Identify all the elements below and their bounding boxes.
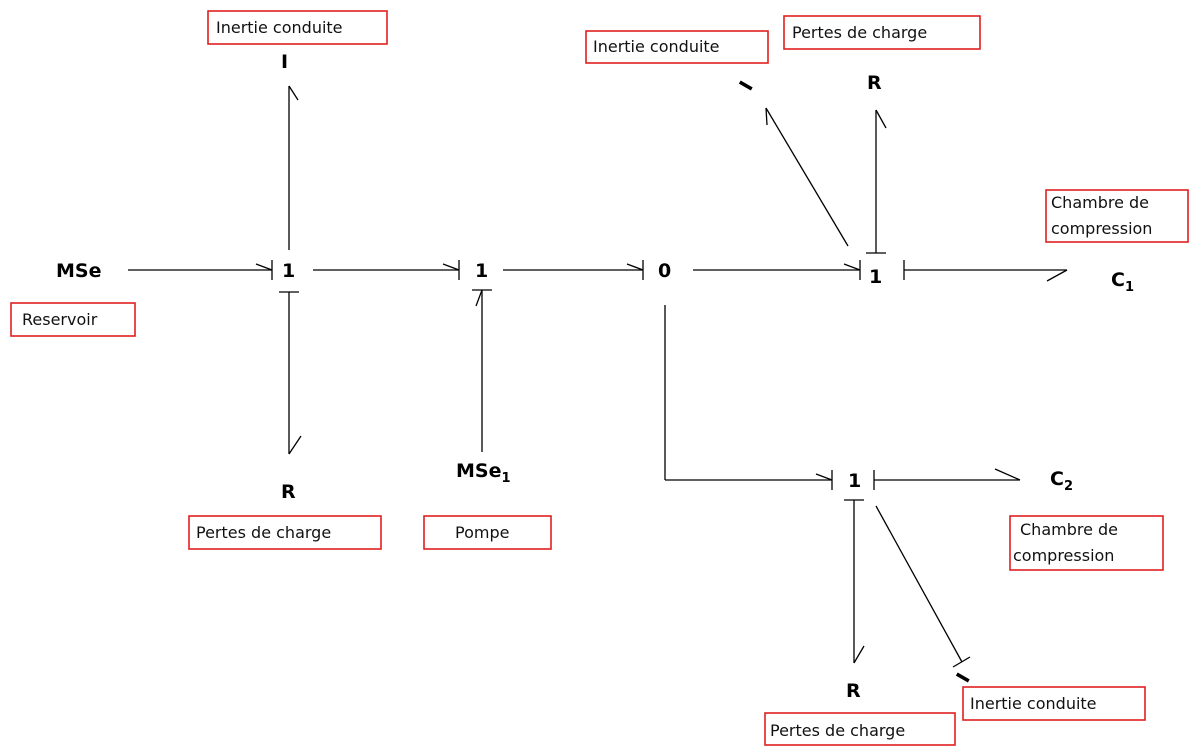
annotation-inertie-top-right: Inertie conduite xyxy=(585,30,769,64)
junction-1-lower-right: 1 xyxy=(848,470,861,492)
inertia-bottom-right-label: I xyxy=(952,669,975,686)
annotation-pertes-bottom: Pertes de charge xyxy=(764,712,956,746)
annotation-pompe-text: Pompe xyxy=(455,523,509,542)
annotation-pertes-left: Pertes de charge xyxy=(188,515,382,550)
annotation-chambre-1-line2: compression xyxy=(1051,219,1152,238)
bond-junction-1b-to-junction-0 xyxy=(503,260,644,280)
bond-junction-1c-to-capacitor-1 xyxy=(903,260,1068,282)
junction-0: 0 xyxy=(658,260,671,282)
annotation-chambre-1-line1: Chambre de xyxy=(1051,193,1149,212)
bond-junction-1d-to-capacitor-2 xyxy=(873,468,1021,490)
bond-junction-1c-to-inertia xyxy=(765,107,849,247)
inertia-top-label: I xyxy=(281,51,288,73)
junction-1-pump: 1 xyxy=(475,260,488,282)
annotation-inertie-top-right-text: Inertie conduite xyxy=(593,37,720,56)
source-mse1-label: MSe1 xyxy=(456,460,511,486)
junction-1-left: 1 xyxy=(282,260,295,282)
bond-junction-1a-to-inertia xyxy=(288,85,299,250)
bond-junction-1c-to-resistance xyxy=(866,109,887,254)
bond-mse-to-junction-1a xyxy=(128,260,273,280)
source-mse-label: MSe xyxy=(56,260,101,282)
annotation-chambre-1: Chambre de compression xyxy=(1045,189,1189,243)
capacitor-1-label: C1 xyxy=(1111,269,1134,295)
annotation-pertes-bottom-text: Pertes de charge xyxy=(770,721,905,740)
annotation-pertes-top-text: Pertes de charge xyxy=(792,23,927,42)
annotation-pertes-top: Pertes de charge xyxy=(783,15,981,50)
bond-mse1-to-junction-1b xyxy=(472,289,492,452)
resistance-bottom-label: R xyxy=(846,680,861,702)
annotations: Inertie conduite Inertie conduite Pertes… xyxy=(10,10,1189,746)
annotation-inertie-bottom: Inertie conduite xyxy=(962,686,1146,721)
annotation-reservoir: Reservoir xyxy=(10,302,136,337)
inertia-top-right-label: I xyxy=(735,77,758,94)
annotation-chambre-2: Chambre de compression xyxy=(1009,515,1164,571)
annotation-chambre-2-line2: compression xyxy=(1013,546,1114,565)
bond-junction-1a-to-resistance xyxy=(279,291,302,455)
annotation-pertes-left-text: Pertes de charge xyxy=(196,523,331,542)
bond-junction-0-to-junction-1d xyxy=(664,305,833,490)
annotation-inertie-top: Inertie conduite xyxy=(207,10,388,45)
bond-junction-1d-to-resistance xyxy=(844,499,865,664)
annotation-pompe: Pompe xyxy=(423,515,552,550)
annotation-chambre-2-line1: Chambre de xyxy=(1020,520,1118,539)
annotation-inertie-top-text: Inertie conduite xyxy=(216,18,343,37)
annotation-inertie-bottom-text: Inertie conduite xyxy=(970,694,1097,713)
resistance-top-right-label: R xyxy=(867,72,882,94)
nodes: MSe 1 1 0 1 1 I I R R R I MSe1 C1 C2 xyxy=(56,51,1134,702)
capacitor-2-label: C2 xyxy=(1050,468,1073,494)
bond-junction-1a-to-junction-1b xyxy=(313,260,460,280)
bond-junction-1d-to-inertia xyxy=(875,505,971,668)
junction-1-upper-right: 1 xyxy=(869,266,882,288)
resistance-left-label: R xyxy=(281,481,296,503)
bond-junction-0-to-junction-1c xyxy=(693,260,861,280)
bonds xyxy=(128,85,1068,668)
annotation-reservoir-text: Reservoir xyxy=(22,310,98,329)
